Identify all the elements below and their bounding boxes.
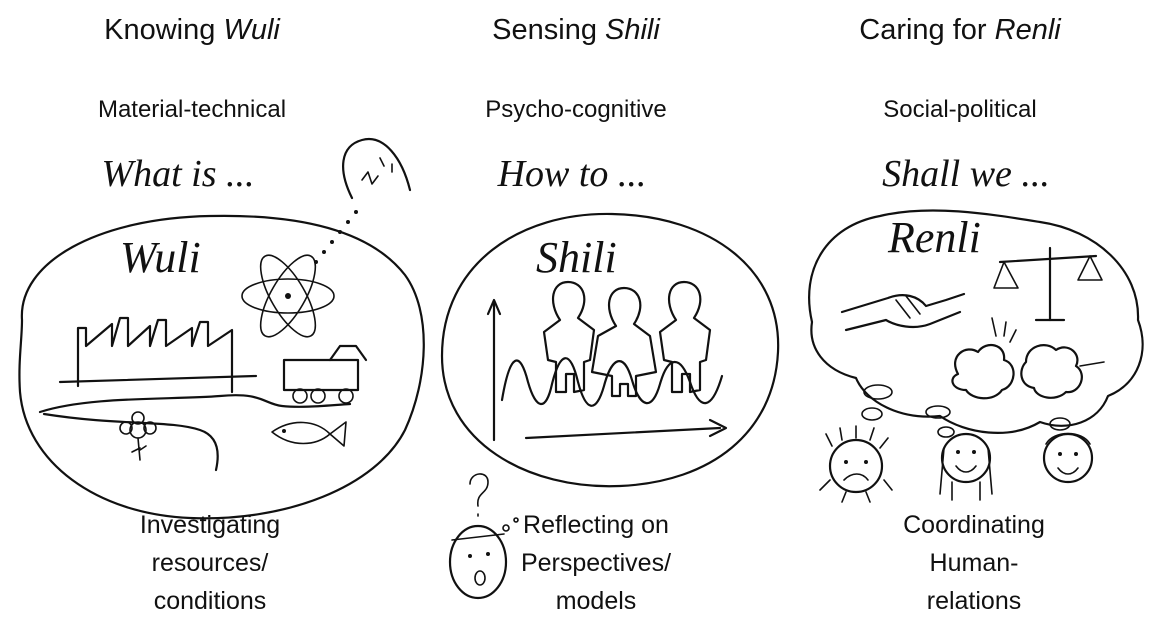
heading-wuli-prefix: Knowing xyxy=(104,14,224,46)
bottom-renli-line-1: Coordinating xyxy=(903,511,1045,539)
heading-renli-prefix: Caring for xyxy=(859,14,995,46)
factory-icon xyxy=(58,316,258,394)
scales-icon xyxy=(993,246,1103,322)
bottom-text-shili: Reflecting on Perspectives/ models xyxy=(446,506,746,620)
handshake-icon xyxy=(840,292,966,332)
dimension-shili: Psycho-cognitive xyxy=(485,96,667,123)
question-shili: How to ... xyxy=(497,153,647,195)
smiling-face-icon xyxy=(1042,432,1094,484)
dimension-wuli: Material-technical xyxy=(97,96,287,123)
heading-wuli-term: Wuli xyxy=(223,14,280,46)
bottom-wuli-line-2: resources/ xyxy=(151,549,269,577)
renli-bubble xyxy=(808,209,1144,434)
bubble-title-wuli: Wuli xyxy=(120,233,201,282)
happy-face-icon xyxy=(939,432,993,501)
column-wuli: Knowing Wuli Material-technical What is … xyxy=(0,0,384,628)
bottom-text-renli: Coordinating Human- relations xyxy=(824,506,1124,620)
heading-wuli: Knowing Wuli xyxy=(0,14,384,47)
bottom-shili-line-1: Reflecting on xyxy=(523,511,669,539)
flower-icon xyxy=(119,411,157,461)
cloud-tail xyxy=(861,384,1071,438)
bottom-wuli-line-3: conditions xyxy=(153,587,267,615)
bottom-shili-line-2: Perspectives/ xyxy=(520,549,672,577)
road-path xyxy=(38,394,352,472)
shili-bubble xyxy=(440,212,780,488)
bubble-title-renli: Renli xyxy=(888,213,981,262)
column-shili: Sensing Shili Psycho-cognitive How to ..… xyxy=(384,0,768,628)
bottom-wuli-line-1: Investigating xyxy=(139,511,281,539)
confused-head-icon xyxy=(448,473,519,600)
heading-renli-term: Renli xyxy=(994,14,1061,46)
question-renli: Shall we ... xyxy=(882,153,1050,195)
people-icon xyxy=(542,280,712,398)
atom-icon xyxy=(241,254,335,338)
bottom-shili-line-3: models xyxy=(555,587,637,615)
heading-renli: Caring for Renli xyxy=(768,14,1152,47)
question-wuli: What is ... xyxy=(101,153,255,195)
thought-dots xyxy=(314,210,358,264)
column-renli: Caring for Renli Social-political Shall … xyxy=(768,0,1152,628)
wuli-bubble xyxy=(18,214,425,520)
bubble-title-shili: Shili xyxy=(536,233,617,282)
dimension-renli: Social-political xyxy=(883,96,1037,123)
heading-shili-term: Shili xyxy=(605,14,660,46)
bottom-text-wuli: Investigating resources/ conditions xyxy=(60,506,360,620)
wave-chart-icon xyxy=(486,298,728,442)
truck-icon xyxy=(282,344,368,404)
bottom-renli-line-2: Human- xyxy=(929,549,1019,577)
sad-face-icon xyxy=(819,425,893,503)
heading-shili-prefix: Sensing xyxy=(492,14,606,46)
conflict-icon xyxy=(951,317,1105,400)
bottom-renli-line-3: relations xyxy=(926,587,1022,615)
fish-icon xyxy=(271,421,347,447)
thinking-head-icon xyxy=(342,137,412,200)
heading-shili: Sensing Shili xyxy=(384,14,768,47)
